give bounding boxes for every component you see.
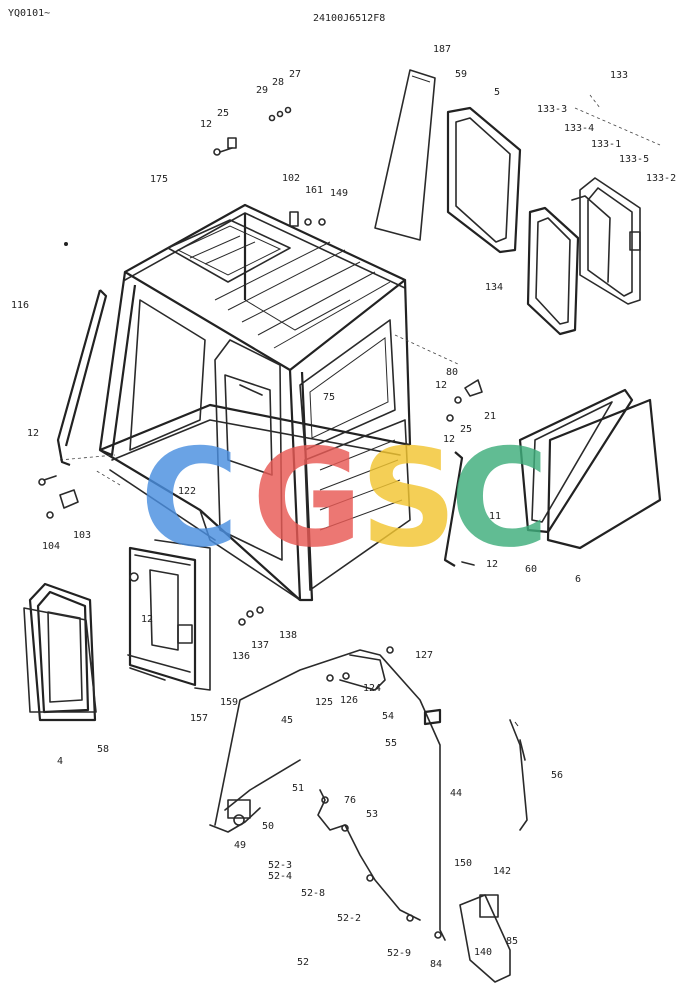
front-glass-upper — [374, 69, 436, 241]
front-glass-lower — [518, 388, 662, 550]
callout-label: 133-5 — [619, 154, 650, 165]
model-code: YQ0101~ — [8, 8, 51, 19]
callout-label: 102 — [282, 173, 301, 184]
callout-label: 28 — [272, 77, 285, 88]
callout-label: 12 — [486, 559, 499, 570]
callout-label: 150 — [454, 858, 473, 869]
callout-label: 127 — [415, 650, 434, 661]
callout-label: 54 — [382, 711, 395, 722]
callout-label: 116 — [11, 300, 30, 311]
callout-label: 138 — [279, 630, 298, 641]
callout-label: 56 — [551, 770, 564, 781]
callout-label: 175 — [150, 174, 169, 185]
callout-label: 103 — [73, 530, 92, 541]
callout-label: 52-8 — [301, 888, 326, 899]
callout-label: 84 — [430, 959, 443, 970]
watermark-letter-s: S — [360, 420, 457, 577]
callout-label: 52 — [297, 957, 310, 968]
callout-label: 11 — [489, 511, 502, 522]
callout-label: 126 — [340, 695, 359, 706]
callout-label: 125 — [315, 697, 334, 708]
callout-label: 133-3 — [537, 104, 568, 115]
cab-frame — [59, 203, 461, 602]
side-window-left — [23, 582, 97, 722]
callout-label: 6 — [575, 574, 582, 585]
callout-label: 134 — [485, 282, 504, 293]
window-134 — [526, 206, 580, 336]
callout-label: 133-2 — [646, 173, 677, 184]
callout-label: 137 — [251, 640, 270, 651]
callout-label: 58 — [97, 744, 110, 755]
watermark-letter-c1: C — [140, 420, 239, 577]
callout-label: 25 — [460, 424, 473, 435]
watermark-letter-g: G — [252, 420, 363, 577]
wiring-harness — [209, 649, 511, 983]
callout-label: 133-4 — [564, 123, 595, 134]
callout-label: 142 — [493, 866, 512, 877]
callout-label: 76 — [344, 795, 357, 806]
callout-label: 12 — [27, 428, 40, 439]
callout-label: 140 — [474, 947, 493, 958]
callout-label: 104 — [42, 541, 61, 552]
callout-label: 157 — [190, 713, 209, 724]
callout-label: 49 — [234, 840, 247, 851]
watermark-letter-c2: C — [450, 420, 549, 577]
callout-label: 187 — [433, 44, 452, 55]
window-assembly-133 — [571, 94, 661, 305]
callout-label: 133-1 — [591, 139, 622, 150]
callout-label: 12 — [435, 380, 448, 391]
callout-label: 12 — [141, 614, 154, 625]
callout-label: 124 — [363, 683, 382, 694]
callout-label: 44 — [450, 788, 463, 799]
callout-label: 159 — [220, 697, 239, 708]
callout-label: 21 — [484, 411, 497, 422]
grab-rail-left — [38, 289, 108, 486]
callout-label: 136 — [232, 651, 251, 662]
callout-label: 60 — [525, 564, 538, 575]
callout-label: 161 — [305, 185, 324, 196]
callout-label: 45 — [281, 715, 294, 726]
callout-label: 59 — [455, 69, 468, 80]
wiper-arm — [509, 719, 528, 831]
callout-label: 27 — [289, 69, 302, 80]
callout-label: 85 — [506, 936, 519, 947]
callout-label: 12 — [200, 119, 213, 130]
callout-label: 4 — [57, 756, 64, 767]
callout-label: 51 — [292, 783, 305, 794]
callout-label: 52-9 — [387, 948, 412, 959]
callout-label: 50 — [262, 821, 275, 832]
cgsc-watermark: C G S C — [140, 420, 549, 577]
callout-label: 12 — [443, 434, 456, 445]
part-number: 24100J6512F8 — [313, 13, 386, 24]
callout-label: 29 — [256, 85, 269, 96]
callout-label: 25 — [217, 108, 230, 119]
callout-label: 5 — [494, 87, 501, 98]
window-frame-5 — [446, 106, 522, 254]
callout-label: 133 — [610, 70, 629, 81]
callout-label: 52-2 — [337, 913, 362, 924]
callout-label: 122 — [178, 486, 197, 497]
callout-label: 75 — [323, 392, 336, 403]
callout-label: 52-4 — [268, 871, 293, 882]
callout-label: 149 — [330, 188, 349, 199]
callout-label: 80 — [446, 367, 459, 378]
callout-label: 55 — [385, 738, 398, 749]
callout-label: 52-3 — [268, 860, 293, 871]
callout-label: 53 — [366, 809, 379, 820]
door-panel — [127, 539, 211, 691]
hardware-bits — [46, 106, 483, 682]
grab-rail-right — [443, 451, 475, 567]
